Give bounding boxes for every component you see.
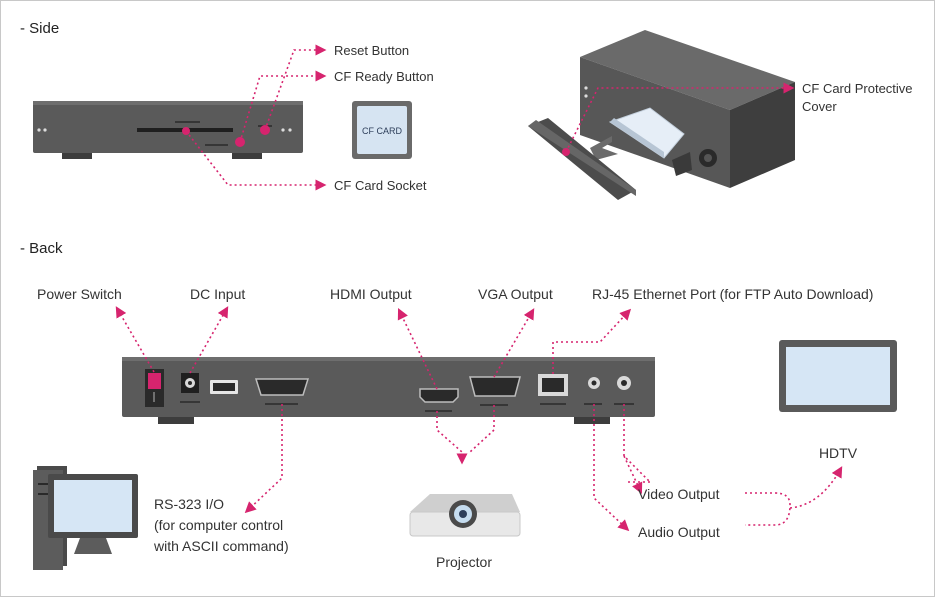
vga-port <box>469 376 521 406</box>
power-switch <box>145 369 164 407</box>
device-3d-view <box>528 30 795 200</box>
label-hdmi-output: HDMI Output <box>330 286 412 302</box>
side-device <box>33 101 303 159</box>
section-title-back: - Back <box>20 240 63 257</box>
computer-icon <box>33 466 138 570</box>
label-video-output: Video Output <box>638 486 720 502</box>
label-vga-output: VGA Output <box>478 286 553 302</box>
audio-jack <box>584 377 602 405</box>
label-reset-button: Reset Button <box>334 43 409 58</box>
label-projector: Projector <box>436 554 492 570</box>
back-device <box>122 357 655 424</box>
aux-connector <box>210 380 238 394</box>
label-cf-card-socket: CF Card Socket <box>334 178 427 193</box>
label-rs323-line1: RS-323 I/O <box>154 496 224 512</box>
label-rj45-port: RJ-45 Ethernet Port (for FTP Auto Downlo… <box>592 286 873 302</box>
label-dc-input: DC Input <box>190 286 245 302</box>
label-cf-cover-line2: Cover <box>802 99 837 114</box>
rj45-port <box>538 374 568 405</box>
cf-card-badge: CF CARD <box>352 101 412 159</box>
label-cf-ready-button: CF Ready Button <box>334 69 434 84</box>
label-hdtv: HDTV <box>819 445 858 461</box>
section-title-side: - Side <box>20 20 59 37</box>
dc-input-jack <box>180 373 200 403</box>
cf-card-badge-text: CF CARD <box>362 126 402 136</box>
label-power-switch: Power Switch <box>37 286 122 302</box>
projector-icon <box>409 494 521 537</box>
label-cf-cover-line1: CF Card Protective <box>802 81 913 96</box>
label-rs323-line3: with ASCII command) <box>153 538 289 554</box>
hdmi-port <box>419 388 459 412</box>
label-rs323-line2: (for computer control <box>154 517 283 533</box>
label-audio-output: Audio Output <box>638 524 720 540</box>
hdtv-icon <box>779 340 897 412</box>
